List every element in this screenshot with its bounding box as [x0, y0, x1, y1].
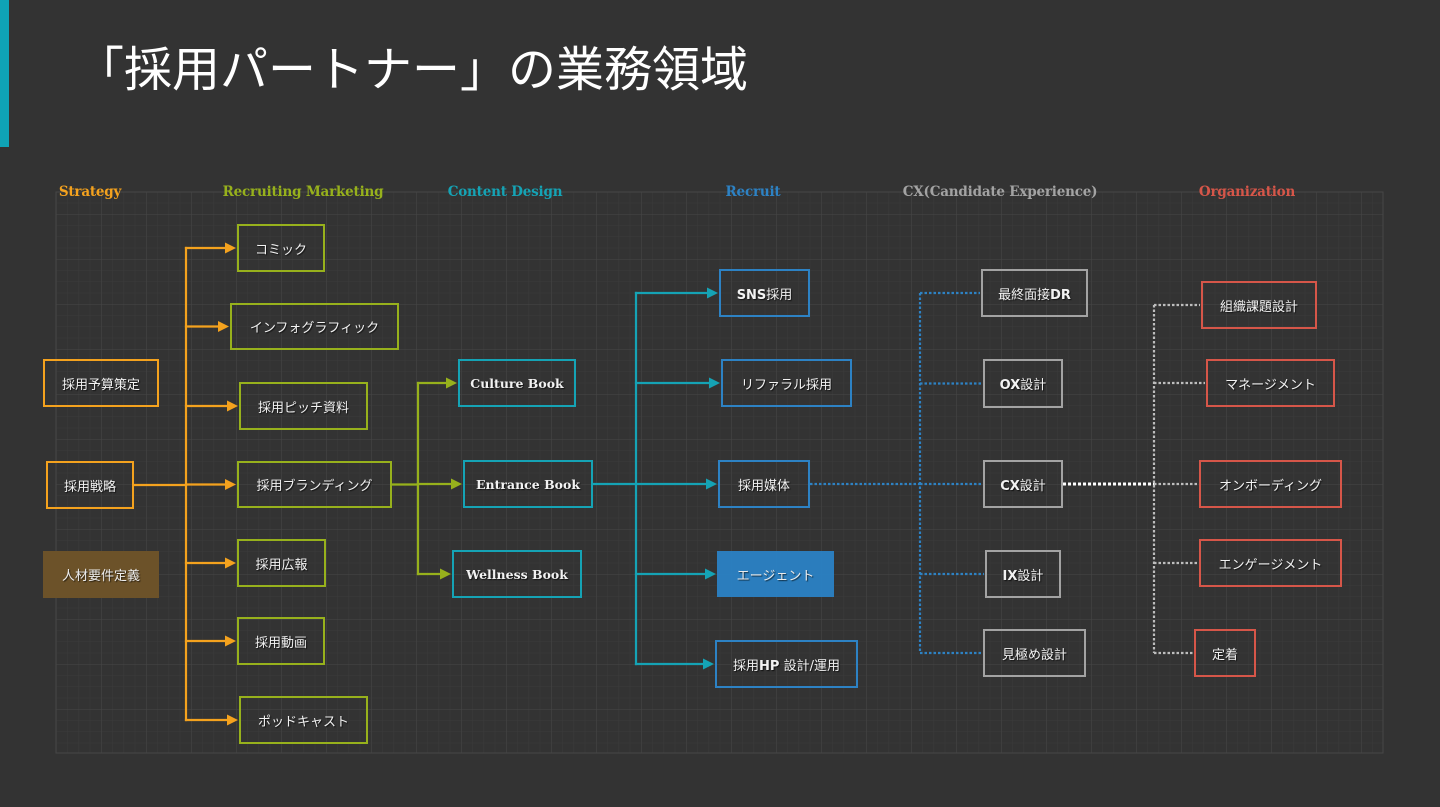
column-header-recruiting-marketing: Recruiting Marketing [222, 184, 384, 200]
node-label: マネージメント [1225, 377, 1316, 393]
node-referral: リファラル採用 [721, 359, 852, 407]
node-label-part: HP [759, 658, 780, 674]
node-label: エージェント [736, 568, 815, 584]
arrowhead [440, 568, 451, 580]
node-label: Entrance Book [476, 476, 580, 492]
node-label-part: 採用 [766, 287, 793, 303]
node-label-part: 最終面接 [998, 287, 1051, 303]
column-header-recruit: Recruit [725, 184, 781, 200]
node-pitch: 採用ピッチ資料 [239, 382, 368, 430]
column-header-cx: CX(Candidate Experience) [902, 184, 1098, 200]
node-label-part: IX [1002, 568, 1018, 584]
arrowhead [227, 400, 238, 412]
node-label: CX設計 [1000, 475, 1046, 494]
arrowhead [706, 478, 717, 490]
node-talent-req: 人材要件定義 [43, 551, 159, 598]
node-label: 最終面接DR [998, 284, 1071, 303]
node-label: 見極め設計 [1001, 647, 1067, 663]
arrowhead [225, 242, 236, 254]
node-wellness: Wellness Book [452, 550, 582, 598]
node-onboarding: オンボーディング [1199, 460, 1342, 508]
node-hp: 採用HP 設計/運用 [715, 640, 858, 688]
node-label: リファラル採用 [740, 377, 832, 393]
node-label-part: 採用 [733, 658, 760, 674]
node-label: 人材要件定義 [61, 569, 140, 584]
node-media: 採用媒体 [718, 460, 810, 508]
node-label-part: 設計 [1020, 378, 1047, 393]
arrowhead [446, 377, 457, 389]
node-label: IX設計 [1003, 565, 1044, 584]
node-label-part: DR [1050, 287, 1071, 303]
column-header-organization: Organization [1198, 184, 1296, 200]
node-label: オンボーディング [1218, 478, 1323, 494]
node-label: 採用予算策定 [61, 377, 140, 393]
node-ix: IX設計 [985, 550, 1061, 598]
node-budget: 採用予算策定 [43, 359, 159, 407]
node-ox: OX設計 [983, 359, 1063, 408]
node-label: 採用ピッチ資料 [257, 400, 349, 416]
node-label: 定着 [1211, 647, 1238, 663]
node-agent: エージェント [717, 551, 834, 597]
node-label: コミック [254, 242, 307, 258]
slide-title: 「採用パートナー」の業務領域 [76, 42, 749, 98]
node-label: 採用媒体 [737, 478, 790, 494]
arrowhead [451, 478, 462, 490]
node-pr: 採用広報 [237, 539, 326, 587]
column-header-content-design: Content Design [447, 184, 563, 200]
node-branding: 採用ブランディング [237, 461, 392, 508]
column-header-strategy: Strategy [58, 184, 122, 200]
node-label: 採用動画 [254, 635, 307, 651]
connectors [132, 242, 1205, 726]
arrowhead [703, 658, 714, 670]
node-entrance: Entrance Book [463, 460, 593, 508]
node-video: 採用動画 [237, 617, 325, 665]
node-label-part: 設計/運用 [779, 658, 840, 674]
node-label: Culture Book [470, 375, 564, 391]
node-engagement: エンゲージメント [1199, 539, 1342, 587]
node-infographic: インフォグラフィック [230, 303, 399, 350]
arrowhead [225, 635, 236, 647]
node-label: 採用ブランディング [256, 479, 373, 494]
arrowhead [227, 714, 238, 726]
arrowhead [225, 479, 236, 490]
node-judge: 見極め設計 [983, 629, 1086, 677]
node-podcast: ポッドキャスト [239, 696, 368, 744]
node-label: ポッドキャスト [257, 714, 349, 730]
node-final-dr: 最終面接DR [981, 269, 1088, 317]
node-culture: Culture Book [458, 359, 576, 407]
node-label: 組織課題設計 [1219, 299, 1298, 315]
node-label: エンゲージメント [1218, 557, 1323, 573]
arrowhead [707, 287, 718, 299]
node-label: Wellness Book [466, 566, 568, 582]
node-retention: 定着 [1194, 629, 1256, 677]
node-label-part: 設計 [1019, 478, 1046, 494]
node-cx-design: CX設計 [983, 460, 1063, 508]
node-label: 採用HP 設計/運用 [733, 655, 840, 674]
node-sns: SNS採用 [719, 269, 810, 317]
arrowhead [218, 321, 229, 332]
node-management: マネージメント [1206, 359, 1335, 407]
node-label: OX設計 [1000, 374, 1047, 393]
node-label: インフォグラフィック [249, 321, 380, 336]
node-label: 採用戦略 [63, 479, 116, 495]
node-strategy-main: 採用戦略 [46, 461, 134, 509]
node-label-part: 設計 [1017, 568, 1044, 584]
node-label: 採用広報 [255, 557, 308, 573]
node-label-part: OX [999, 378, 1021, 393]
arrowhead [709, 377, 720, 389]
node-label: SNS採用 [737, 284, 793, 303]
arrowhead [225, 557, 236, 569]
node-comic: コミック [237, 224, 325, 272]
accent-bar [0, 0, 9, 147]
node-label-part: SNS [736, 287, 767, 303]
arrowhead [705, 568, 716, 580]
node-org-issue: 組織課題設計 [1201, 281, 1317, 329]
node-label-part: CX [1000, 478, 1020, 494]
